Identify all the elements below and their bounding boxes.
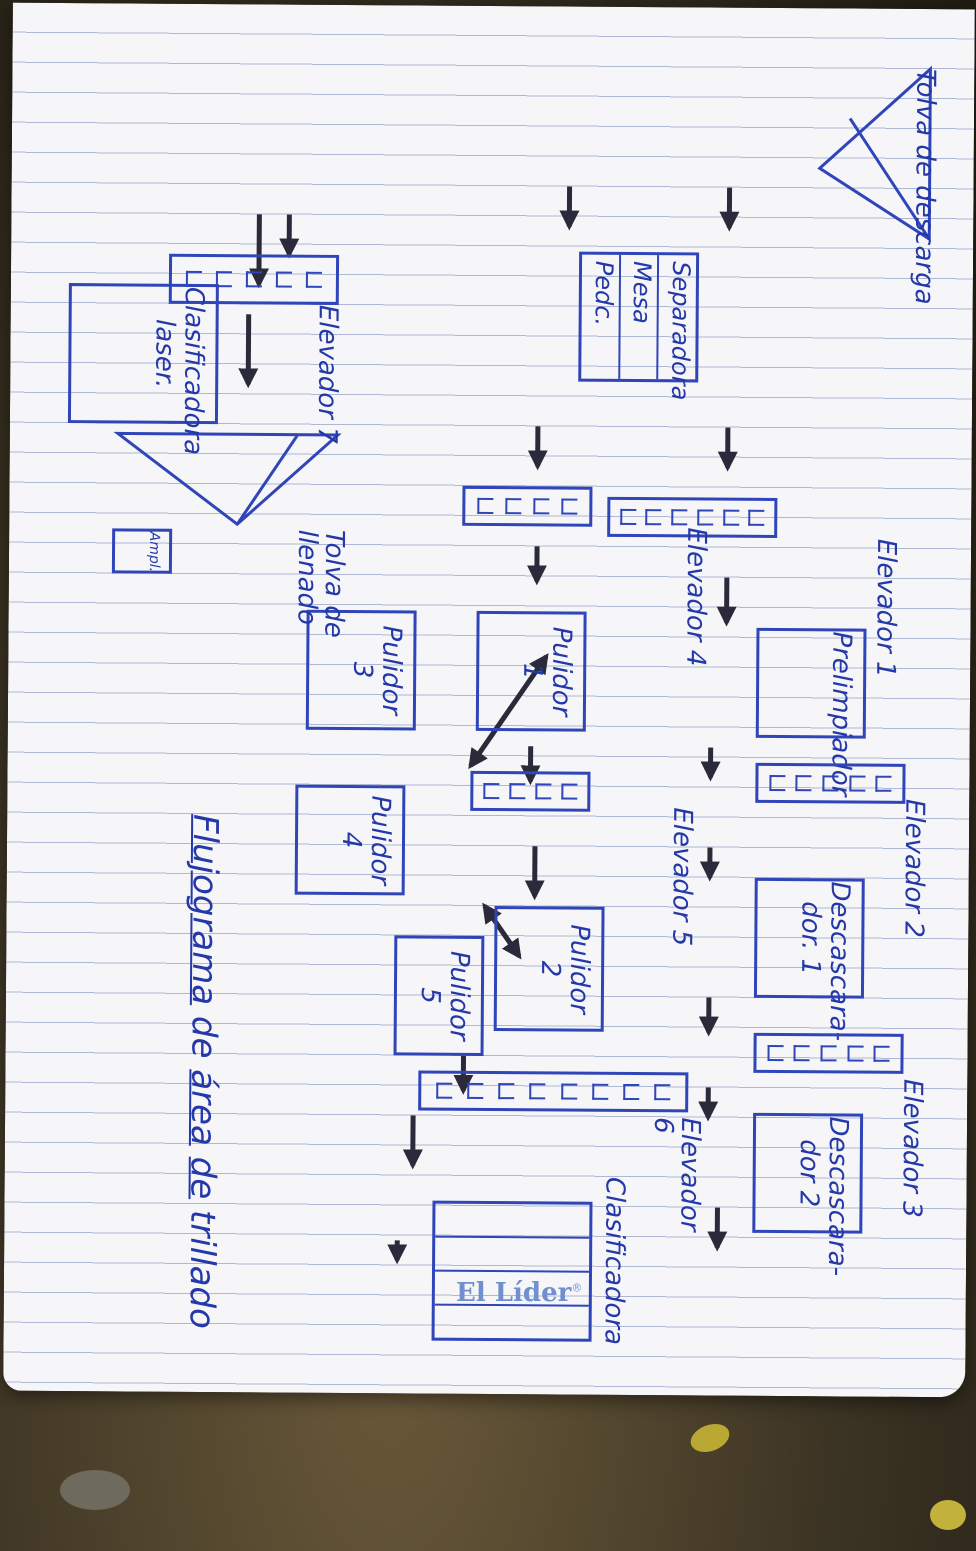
pulidor-2-label: Pulidor 2 bbox=[536, 909, 594, 1028]
pulidor-1-label: Pulidor 1 bbox=[518, 614, 576, 728]
elevador-5-label: Elevador 5 bbox=[667, 807, 695, 946]
elevador-2-label: Elevador 2 bbox=[899, 799, 927, 938]
descascarador-2-label: Descascara- dor 2 bbox=[794, 1116, 852, 1230]
elevador-7-label: Elevador 7 bbox=[312, 305, 340, 444]
pulidor-5: Pulidor 5 bbox=[394, 935, 485, 1056]
pulidor-4: Pulidor 4 bbox=[295, 785, 406, 896]
el-lider-logo: El Líder® bbox=[456, 1278, 582, 1308]
mesa-label: Mesa bbox=[618, 255, 658, 379]
tolva-llenado-shape bbox=[117, 433, 338, 525]
ground-leaf bbox=[687, 1419, 733, 1457]
elevador-3-label: Elevador 3 bbox=[897, 1079, 925, 1218]
ampl-box: Ampl. bbox=[112, 528, 172, 573]
elevador-1-label: Elevador 1 bbox=[871, 539, 899, 678]
separadora: Separadora Mesa Pedc. bbox=[578, 252, 699, 383]
elevador-4 bbox=[462, 486, 592, 527]
elevador-4-label: Elevador 4 bbox=[681, 527, 709, 666]
clasificadora-label: Clasificadora bbox=[599, 1177, 627, 1345]
pulidor-1: Pulidor 1 bbox=[476, 611, 587, 732]
flowchart: Tolva de descarga Separadora Mesa Pedc. … bbox=[51, 53, 940, 1359]
ground-stone bbox=[60, 1470, 130, 1510]
pulidor-4-label: Pulidor 4 bbox=[336, 788, 394, 892]
clasificadora bbox=[432, 1201, 593, 1342]
ampl-label: Ampl. bbox=[146, 532, 162, 571]
descascarador-1: Descascara- dor. 1 bbox=[754, 878, 865, 999]
pulidor-5-label: Pulidor 5 bbox=[415, 938, 473, 1052]
pulidor-3-label: Pulidor 3 bbox=[348, 613, 406, 727]
pedc-label: Pedc. bbox=[581, 255, 619, 379]
descascarador-2: Descascara- dor 2 bbox=[752, 1113, 863, 1234]
separadora-label: Separadora bbox=[657, 255, 697, 379]
tolva-llenado-label: Tolva de llenado bbox=[292, 530, 347, 638]
elevador-6-label: Elevador 6 bbox=[648, 1117, 703, 1231]
clasificador-laser-label: Clasificadora laser. bbox=[150, 287, 208, 421]
elevador-2 bbox=[755, 763, 905, 804]
diagram-title: Flujograma de área de trillado bbox=[182, 814, 226, 1329]
elevador-5 bbox=[470, 771, 590, 812]
prelimpiador: Prelimpiador bbox=[756, 628, 867, 739]
clasificador-laser: Clasificadora laser. bbox=[68, 283, 219, 424]
tolva-descarga-label: Tolva de descarga bbox=[909, 69, 938, 305]
pulidor-2: Pulidor 2 bbox=[494, 906, 605, 1032]
prelimpiador-label: Prelimpiador bbox=[826, 631, 855, 735]
notebook-page: Tolva de descarga Separadora Mesa Pedc. … bbox=[3, 3, 975, 1398]
elevador-6 bbox=[418, 1071, 688, 1113]
descascarador-1-label: Descascara- dor. 1 bbox=[796, 881, 854, 995]
ground-leaf bbox=[930, 1500, 966, 1530]
elevador-3 bbox=[753, 1033, 903, 1074]
